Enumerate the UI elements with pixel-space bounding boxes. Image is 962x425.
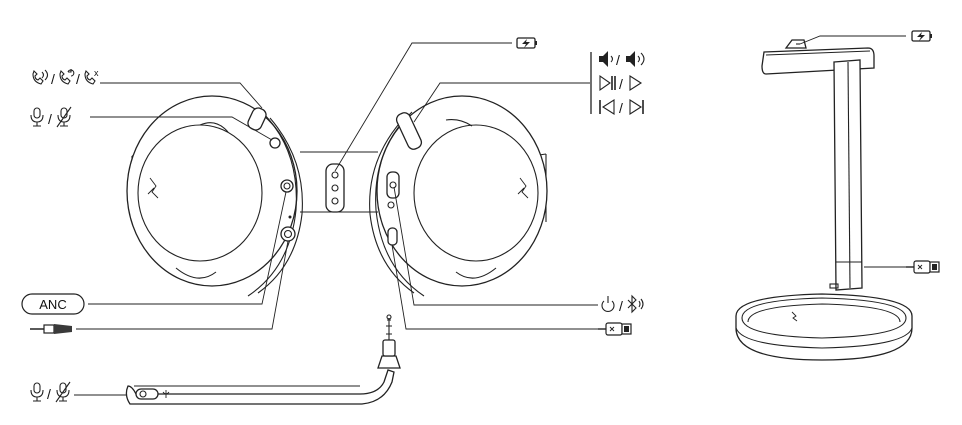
mic-icon	[30, 382, 44, 402]
call-controls-label: / / x	[32, 68, 99, 87]
aux-plug-icon	[30, 324, 72, 334]
battery-charging-icon	[516, 37, 537, 49]
left-ear-cup	[126, 95, 303, 297]
stand-battery-charging-icon	[911, 30, 932, 42]
track-skip-label: /	[599, 98, 644, 116]
svg-text:/: /	[619, 100, 623, 116]
power-button[interactable]	[386, 171, 400, 199]
power-bluetooth-label: /	[601, 294, 644, 314]
play-icon	[629, 74, 643, 92]
anc-label-badge: ANC	[21, 293, 85, 315]
svg-text:/: /	[51, 71, 55, 87]
mic-mute-icon	[56, 106, 72, 128]
stand-usb-c-icon	[906, 260, 940, 274]
boom-microphone	[125, 314, 401, 405]
volume-label: /	[599, 51, 645, 68]
volume-up-icon	[626, 51, 645, 67]
svg-text:/: /	[48, 111, 52, 127]
right-ear-cup	[369, 95, 548, 297]
usb-port	[387, 227, 398, 246]
call-reject-icon	[84, 69, 96, 85]
svg-text:/: /	[619, 76, 623, 92]
usb-c-icon	[598, 322, 632, 336]
mic-icon	[30, 107, 44, 127]
power-icon	[601, 296, 615, 312]
headset-mic-mute-label: /	[30, 106, 72, 128]
play-pause-icon	[599, 74, 616, 92]
mic-mute-icon	[55, 381, 71, 403]
bluetooth-icon	[627, 294, 644, 314]
previous-track-icon	[599, 98, 615, 116]
anc-text: ANC	[39, 297, 66, 312]
charging-stand	[735, 39, 913, 361]
play-pause-label: /	[599, 74, 643, 92]
charge-indicator	[325, 163, 345, 213]
volume-rocker[interactable]	[395, 111, 424, 151]
svg-text:/: /	[619, 298, 623, 314]
svg-text:/: /	[47, 386, 51, 402]
boom-mute-switch[interactable]	[135, 388, 159, 400]
mic-mute-button[interactable]	[269, 137, 281, 149]
boom-mic-mute-label: /	[30, 381, 71, 403]
volume-down-icon	[599, 51, 614, 67]
svg-text:/: /	[616, 52, 620, 68]
next-track-icon	[629, 98, 644, 116]
call-answer-icon	[32, 69, 49, 85]
svg-text:x: x	[94, 68, 99, 78]
headband-bridge	[300, 151, 378, 213]
aux-jack	[280, 226, 296, 242]
anc-button[interactable]	[280, 179, 294, 193]
svg-text:/: /	[76, 71, 80, 87]
call-redial-icon	[59, 69, 75, 85]
